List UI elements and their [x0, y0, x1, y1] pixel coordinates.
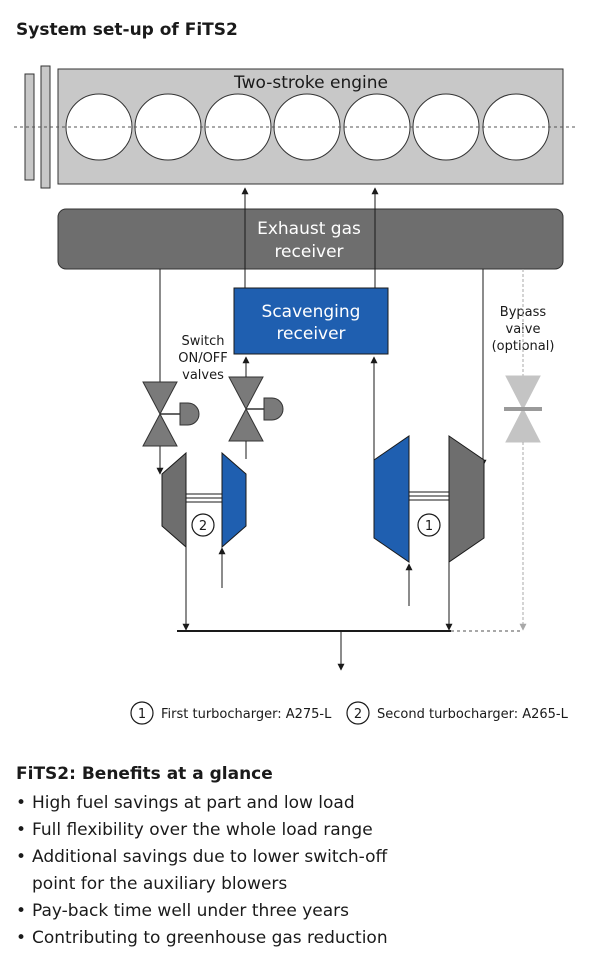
legend-first-number: 1 — [138, 707, 146, 722]
switch-label-line1: Switch — [182, 334, 225, 349]
benefit-item: Contributing to greenhouse gas reduction — [16, 925, 586, 952]
legend-second-number: 2 — [354, 707, 362, 722]
tc1-turbine — [448, 435, 485, 563]
exhaust-label-line2: receiver — [274, 242, 343, 262]
benefits-list: High fuel savings at part and low load F… — [16, 790, 586, 952]
benefit-item: High fuel savings at part and low load — [16, 790, 586, 817]
legend-second-badge — [346, 701, 370, 725]
legend-second-text: Second turbocharger: A265-L — [377, 707, 569, 722]
switch-label-line2: ON/OFF — [178, 351, 228, 366]
tc2-compressor — [221, 451, 247, 549]
scavenging-label-line2: receiver — [276, 324, 345, 344]
legend-first-text: First turbocharger: A275-L — [161, 707, 332, 722]
exhaust-label-line1: Exhaust gas — [257, 219, 361, 239]
scavenging-label-line1: Scavenging — [262, 302, 361, 322]
tc1-compressor — [373, 435, 410, 563]
benefit-item: Pay-back time well under three years — [16, 898, 586, 925]
exhaust-gas-receiver — [57, 208, 564, 270]
switch-label-line3: valves — [182, 368, 224, 383]
bypass-label-line1: Bypass — [500, 305, 547, 320]
page-title: System set-up of FiTS2 — [16, 20, 238, 40]
tc2-number: 2 — [199, 519, 207, 534]
benefit-item: Full flexibility over the whole load ran… — [16, 817, 586, 844]
switch-valve-air — [228, 376, 284, 442]
tc1-number: 1 — [425, 519, 433, 534]
benefit-item-line1: Additional savings due to lower switch-o… — [32, 847, 388, 867]
cylinder-4 — [273, 93, 341, 161]
engine-label: Two-stroke engine — [233, 73, 388, 93]
legend: 1 First turbocharger: A275-L 2 Second tu… — [130, 701, 569, 725]
fits2-system-diagram: Two-stroke engine Exhaust gas receiver S… — [14, 65, 578, 725]
legend-first-badge — [130, 701, 154, 725]
benefits-title: FiTS2: Benefits at a glance — [16, 764, 273, 784]
cylinder-7 — [482, 93, 550, 161]
tc1-number-badge — [417, 513, 441, 537]
switch-valve-exhaust — [142, 381, 200, 447]
scavenging-receiver — [233, 287, 389, 355]
benefit-item: Additional savings due to lower switch-o… — [16, 844, 586, 898]
tc2-number-badge — [191, 513, 215, 537]
benefit-item-line2: point for the auxiliary blowers — [32, 874, 288, 894]
cylinder-2 — [134, 93, 202, 161]
benefits-section: FiTS2: Benefits at a glance High fuel sa… — [16, 764, 586, 952]
bypass-valve — [504, 375, 542, 443]
turbocharger-2: 2 — [161, 451, 247, 549]
tc2-turbine — [161, 451, 187, 549]
turbocharger-1: 1 — [373, 435, 485, 563]
